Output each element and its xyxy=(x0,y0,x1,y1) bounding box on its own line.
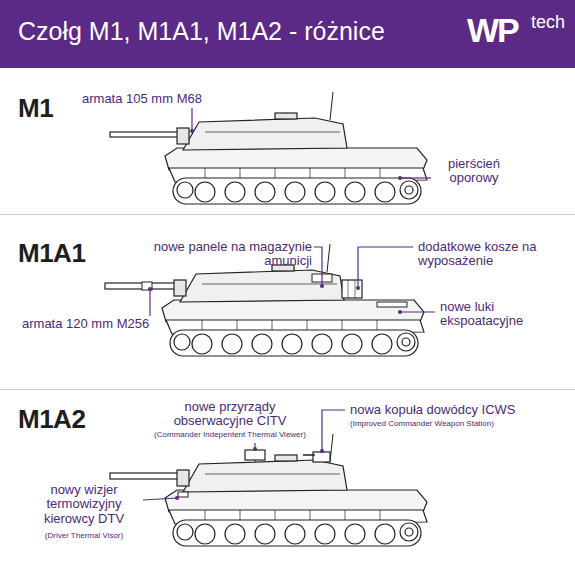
callout-label: nowa kopuła dowódcy ICWS xyxy=(350,403,515,417)
callout-label: dodatkowe kosze na wyposażenie xyxy=(418,240,568,269)
model-name: M1 xyxy=(18,93,53,124)
model-name: M1A1 xyxy=(18,238,85,269)
logo-text: tech xyxy=(531,13,565,33)
model-name: M1A2 xyxy=(18,404,85,435)
callout-label: nowe panele na magazynie amunicji xyxy=(150,240,312,269)
callout-label: pierścień oporowy xyxy=(434,157,514,186)
callout-subtitle: (Driver Thermal Visor) xyxy=(28,532,140,541)
callout-subtitle: (Commander Indepentent Thermal Viewer) xyxy=(130,431,330,440)
callout-label: nowy wizjer termowizyjny kierowcy DTV xyxy=(28,483,140,526)
tank-section: M1 xyxy=(0,68,575,215)
callout-label: nowe luki ekspoatacyjne xyxy=(440,300,560,329)
callout-label: armata 120 mm M256 xyxy=(22,317,149,331)
callout-label: armata 105 mm M68 xyxy=(82,92,202,106)
callout-subtitle: (Improved Commander Weapon Station) xyxy=(350,420,494,429)
logo-mark: WP xyxy=(467,12,518,49)
header-bar xyxy=(0,0,575,68)
callout-label: nowe przyrządy obserwacyjne CITV xyxy=(150,400,310,429)
leader-lines xyxy=(143,108,435,500)
page-title: Czołg M1, M1A1, M1A2 - różnice xyxy=(18,17,385,46)
